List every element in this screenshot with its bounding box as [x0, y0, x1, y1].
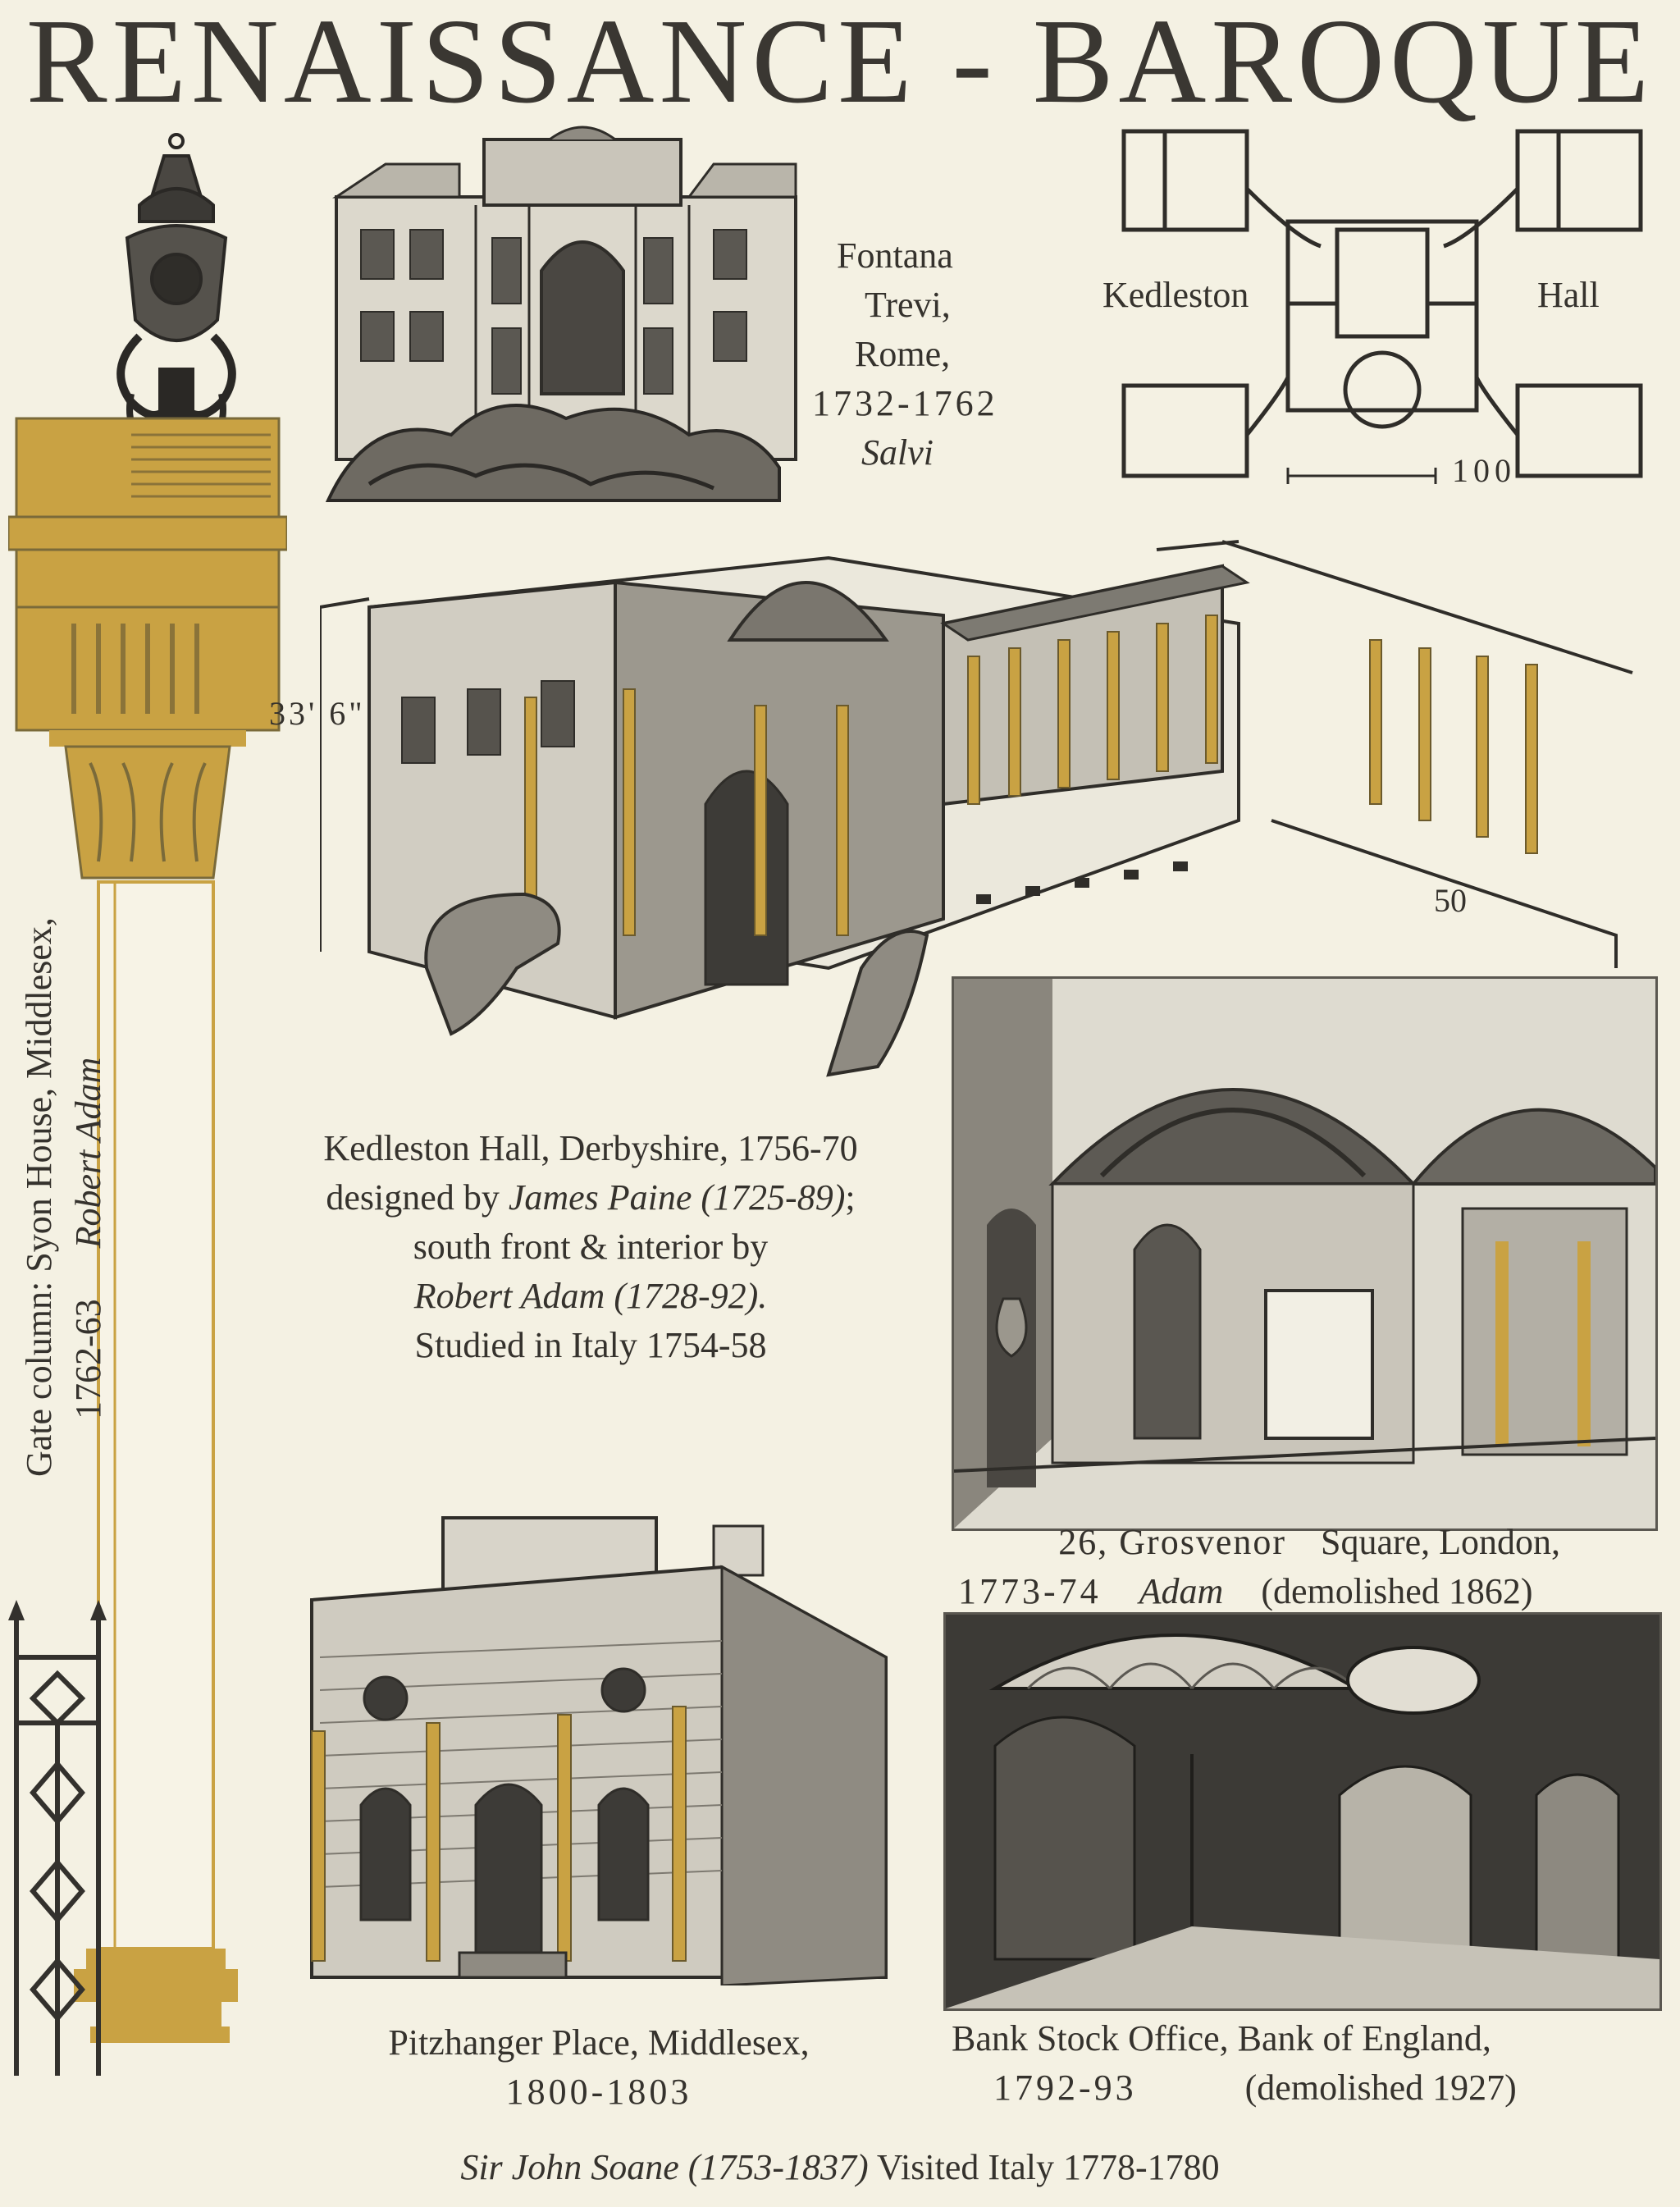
- soane-footer: Sir John Soane (1753-1837) Visited Italy…: [0, 2143, 1680, 2192]
- syon-caption-line2: 1762-63 Robert Adam: [64, 1058, 113, 1419]
- kedleston-line2-prefix: designed by: [326, 1177, 509, 1218]
- kedleston-section: [320, 509, 1649, 1099]
- bank-line1: Bank Stock Office, Bank of England,: [952, 2018, 1491, 2058]
- trevi-line1: Fontana: [837, 235, 953, 276]
- kedleston-line1: Kedleston Hall, Derbyshire, 1756-70: [323, 1128, 858, 1168]
- syon-caption-line1: Gate column: Syon House, Middlesex,: [19, 917, 59, 1477]
- kedleston-line5: Studied in Italy 1754-58: [414, 1325, 767, 1365]
- grosvenor-illustration: [952, 976, 1658, 1531]
- kedleston-line3: south front & interior by: [413, 1227, 769, 1267]
- pitzhanger-line1: Pitzhanger Place, Middlesex,: [388, 2022, 810, 2063]
- grosvenor-caption: 26, Grosvenor Square, London, 1773-74 Ad…: [958, 1518, 1664, 1616]
- pitzhanger-caption: Pitzhanger Place, Middlesex, 1800-1803: [304, 2018, 894, 2117]
- kedleston-line4: Robert Adam (1728-92).: [413, 1276, 768, 1316]
- trevi-illustration: [320, 123, 829, 509]
- bank-caption: Bank Stock Office, Bank of England, 1792…: [952, 2014, 1665, 2113]
- syon-architect: Robert Adam: [68, 1057, 108, 1249]
- trevi-line2: Trevi,: [865, 285, 951, 325]
- section-width-label: 50: [1434, 882, 1467, 919]
- trevi-caption: Fontana Trevi, Rome, 1732-1762 Salvi: [812, 231, 1017, 477]
- kedleston-line2-suffix: ;: [845, 1177, 856, 1218]
- grosvenor-address-b: Square, London,: [1321, 1522, 1561, 1562]
- gate-column-illustration: [8, 123, 287, 2076]
- grosvenor-address-a: 26, Grosvenor: [1058, 1522, 1286, 1562]
- soane-italy: Visited Italy 1778-1780: [868, 2147, 1220, 2187]
- grosvenor-demolished: (demolished 1862): [1261, 1571, 1533, 1611]
- trevi-line3: Rome,: [855, 334, 951, 374]
- bank-date: 1792-93: [993, 2068, 1137, 2108]
- pitzhanger-line2: 1800-1803: [505, 2072, 692, 2112]
- kedleston-designer: James Paine (1725-89): [508, 1177, 846, 1218]
- grosvenor-date: 1773-74: [958, 1571, 1102, 1611]
- plan-left-label: Kedleston: [1098, 271, 1254, 320]
- section-height-label: 33' 6": [269, 695, 366, 732]
- trevi-architect: Salvi: [861, 432, 934, 473]
- kedleston-plan: [1116, 123, 1649, 484]
- plan-right-label: Hall: [1532, 271, 1605, 320]
- plan-scale-label: 100: [1452, 452, 1516, 489]
- kedleston-line2: designed by James Paine (1725-89);: [246, 1173, 935, 1222]
- bank-stock-office-illustration: [943, 1612, 1662, 2011]
- kedleston-caption: Kedleston Hall, Derbyshire, 1756-70 desi…: [246, 1124, 935, 1370]
- page-title: RENAISSANCE - BAROQUE: [25, 0, 1655, 129]
- trevi-line4: 1732-1762: [812, 383, 998, 423]
- syon-date: 1762-63: [68, 1299, 108, 1419]
- pitzhanger-illustration: [295, 1493, 894, 1985]
- soane-name: Sir John Soane (1753-1837): [460, 2147, 869, 2187]
- bank-demolished: (demolished 1927): [1244, 2068, 1517, 2108]
- grosvenor-architect: Adam: [1139, 1571, 1224, 1611]
